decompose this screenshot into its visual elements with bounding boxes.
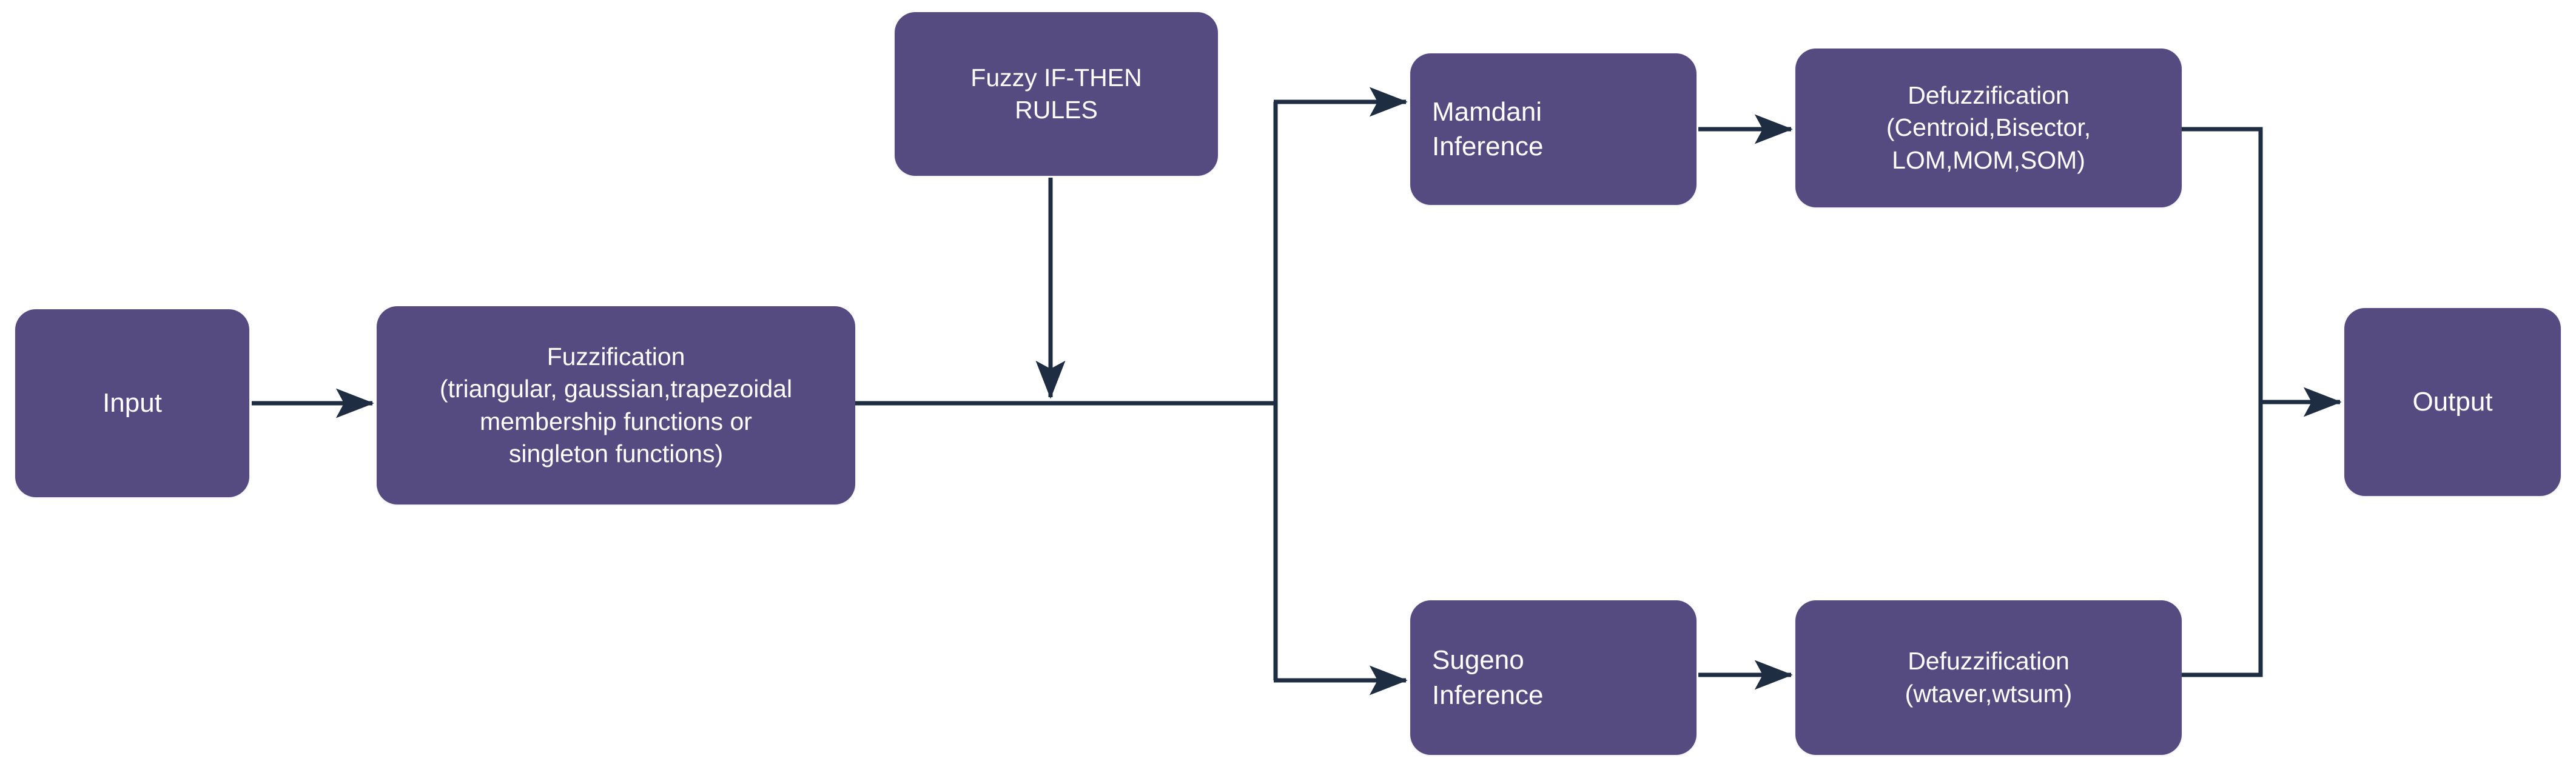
node-fuzzy-if-then-rules-label: Fuzzy IF-THEN RULES <box>970 63 1142 124</box>
edge-defuzzification-sugeno-to-merge <box>2182 402 2263 677</box>
node-defuzzification-sugeno[interactable]: Defuzzification (wtaver,wtsum) <box>1795 600 2182 755</box>
node-sugeno-inference-label: Sugeno Inference <box>1432 645 1544 710</box>
node-input[interactable]: Input <box>15 309 249 497</box>
node-input-label: Input <box>103 388 162 418</box>
node-fuzzy-if-then-rules[interactable]: Fuzzy IF-THEN RULES <box>895 12 1218 176</box>
node-mamdani-inference-label: Mamdani Inference <box>1432 96 1544 161</box>
node-mamdani-inference[interactable]: Mamdani Inference <box>1410 53 1697 205</box>
node-defuzzification-mamdani-label: Defuzzification (Centroid,Bisector, LOM,… <box>1886 81 2091 174</box>
node-fuzzification-label: Fuzzification (triangular, gaussian,trap… <box>439 342 793 468</box>
edge-defuzzification-mamdani-to-merge <box>2182 127 2263 402</box>
node-output[interactable]: Output <box>2344 308 2561 496</box>
node-defuzzification-mamdani[interactable]: Defuzzification (Centroid,Bisector, LOM,… <box>1795 49 2182 207</box>
node-sugeno-inference[interactable]: Sugeno Inference <box>1410 600 1697 755</box>
node-output-label: Output <box>2412 387 2493 417</box>
node-fuzzification[interactable]: Fuzzification (triangular, gaussian,trap… <box>377 306 855 504</box>
node-defuzzification-sugeno-label: Defuzzification (wtaver,wtsum) <box>1905 647 2073 708</box>
